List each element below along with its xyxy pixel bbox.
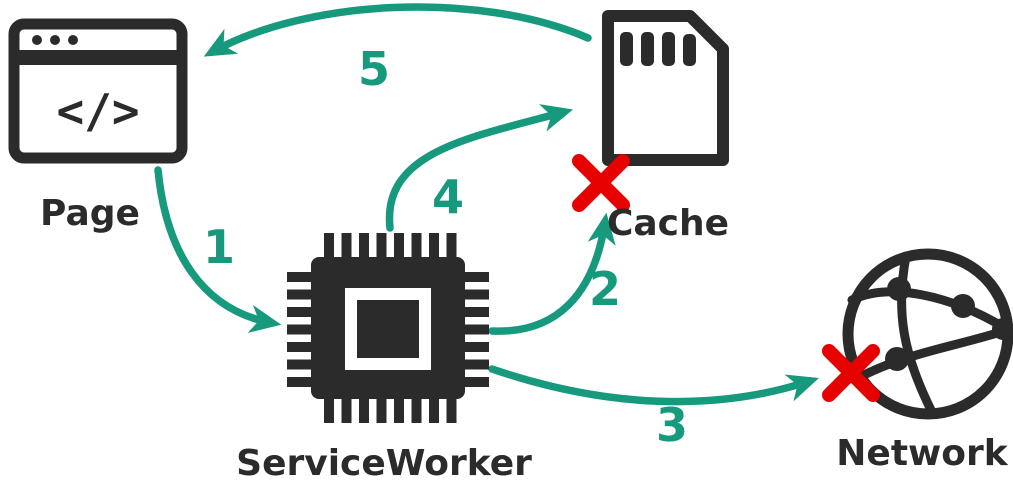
step-2-label: 2 xyxy=(588,262,622,316)
window-titlebar xyxy=(19,50,177,65)
service-worker-icon xyxy=(287,233,489,423)
code-glyph: </> xyxy=(56,84,139,138)
arrow-step-4 xyxy=(385,104,574,232)
network-label: Network xyxy=(836,433,1008,474)
step-4-label: 4 xyxy=(431,170,465,224)
cache-error-x-icon xyxy=(572,154,630,212)
step-1-label: 1 xyxy=(202,220,236,274)
network-error-x-icon xyxy=(822,344,880,402)
cache-label: Cache xyxy=(606,203,730,244)
cache-icon xyxy=(602,10,729,166)
network-icon xyxy=(842,248,1013,420)
window-dot-icon xyxy=(32,35,42,45)
window-dot-icon xyxy=(50,35,60,45)
page-label: Page xyxy=(40,193,140,234)
step-3-label: 3 xyxy=(655,398,689,452)
arrow-step-3 xyxy=(488,365,819,406)
page-icon: </> xyxy=(8,18,188,164)
step-5-label: 5 xyxy=(357,42,391,96)
arrow-step-5 xyxy=(203,3,592,57)
flow-arrows xyxy=(154,3,819,406)
arrow-step-1 xyxy=(154,166,282,333)
arrow-step-2 xyxy=(488,212,616,335)
service-worker-label: ServiceWorker xyxy=(236,443,532,484)
window-dot-icon xyxy=(68,35,78,45)
